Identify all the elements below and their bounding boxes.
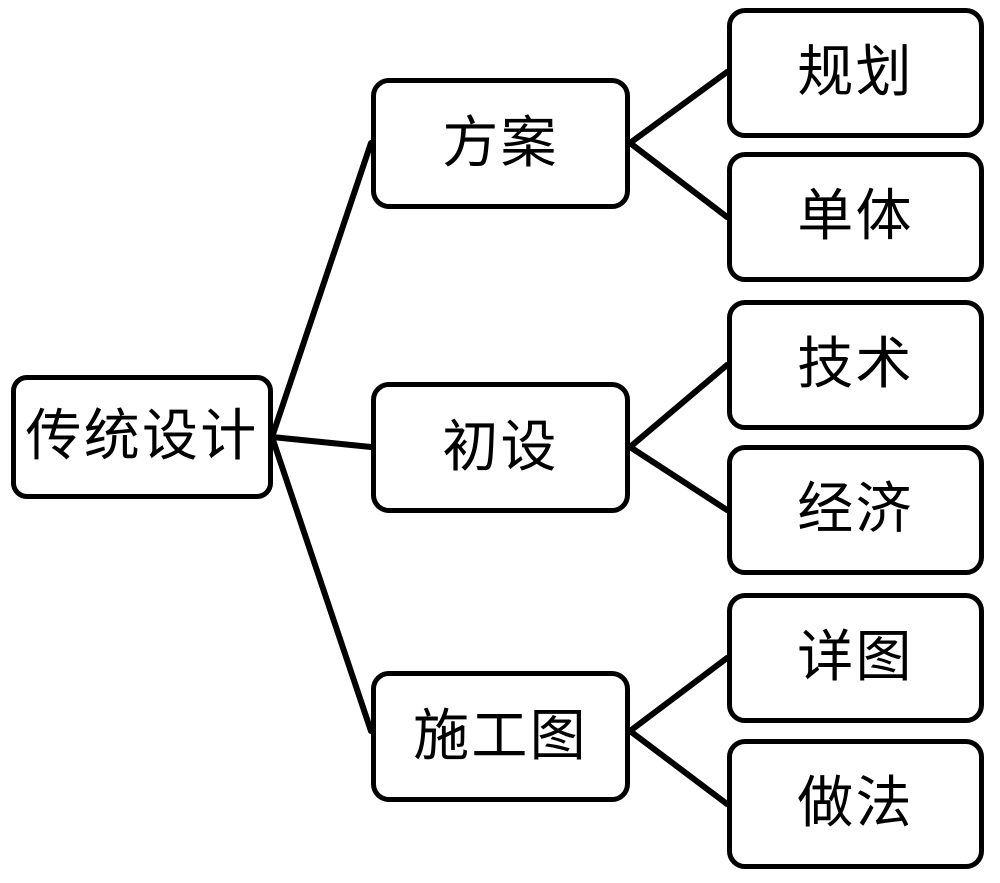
node-label: 做法	[797, 771, 914, 836]
node-label: 施工图	[413, 703, 588, 769]
node-label: 方案	[442, 110, 559, 176]
edge-chushe-to-jingji	[627, 444, 730, 513]
node-label: 单体	[797, 184, 914, 249]
edge-shigongtu-to-xiangtu	[627, 655, 730, 734]
node-shigongtu-construction-drawing[interactable]: 施工图	[371, 671, 630, 802]
node-label: 初设	[442, 414, 559, 480]
node-root-traditional-design[interactable]: 传统设计	[11, 375, 273, 499]
node-xiangtu-detail-drawing[interactable]: 详图	[727, 593, 984, 723]
node-label: 详图	[797, 625, 914, 690]
edge-root-to-chushe	[269, 434, 374, 450]
node-label: 技术	[797, 332, 914, 397]
edge-fangan-to-danti	[627, 140, 730, 220]
edge-root-to-fangan	[269, 140, 374, 440]
edge-chushe-to-jishu	[627, 362, 730, 450]
node-zuofa-construction-method[interactable]: 做法	[727, 739, 984, 869]
edge-shigongtu-to-zuofa	[627, 728, 730, 807]
node-danti-single-building[interactable]: 单体	[727, 152, 984, 282]
node-label: 规划	[797, 40, 914, 105]
node-label: 经济	[797, 477, 914, 542]
node-label: 传统设计	[25, 404, 259, 469]
node-chushe-preliminary-design[interactable]: 初设	[371, 382, 630, 513]
node-jishu-technical[interactable]: 技术	[727, 300, 984, 430]
edge-root-to-shigongtu	[269, 434, 374, 734]
node-jingji-economic[interactable]: 经济	[727, 445, 984, 575]
node-guihua-planning[interactable]: 规划	[727, 8, 984, 138]
node-fangan-scheme[interactable]: 方案	[371, 78, 630, 209]
edge-fangan-to-guihua	[627, 69, 730, 146]
